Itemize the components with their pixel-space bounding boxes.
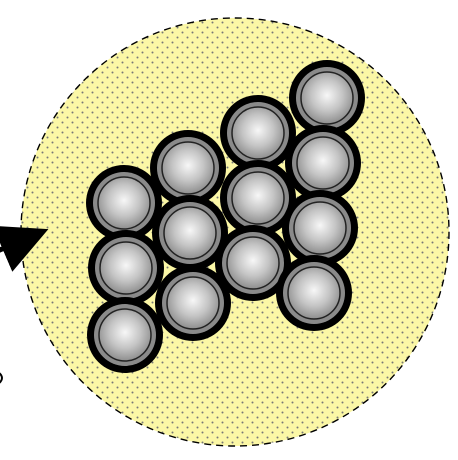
particle-icon <box>282 190 358 266</box>
particle-icon <box>289 60 365 136</box>
edge-mark <box>0 372 2 384</box>
particle-core <box>167 277 219 329</box>
particle-core <box>162 142 214 194</box>
particle-core <box>227 237 279 289</box>
particle-icon <box>155 265 231 341</box>
particle-core <box>100 242 152 294</box>
particle-icon <box>88 230 164 306</box>
particle-icon <box>285 125 361 201</box>
particle-core <box>288 267 340 319</box>
particle-core <box>294 202 346 254</box>
particle-core <box>99 309 151 361</box>
particle-core <box>164 207 216 259</box>
particle-core <box>232 107 284 159</box>
particle-icon <box>87 297 163 373</box>
particle-icon <box>86 165 162 241</box>
particle-icon <box>220 95 296 171</box>
particle-core <box>301 72 353 124</box>
particle-icon <box>276 255 352 331</box>
particle-core <box>297 137 349 189</box>
particle-core <box>98 177 150 229</box>
particle-icon <box>150 130 226 206</box>
particle-core <box>232 172 284 224</box>
